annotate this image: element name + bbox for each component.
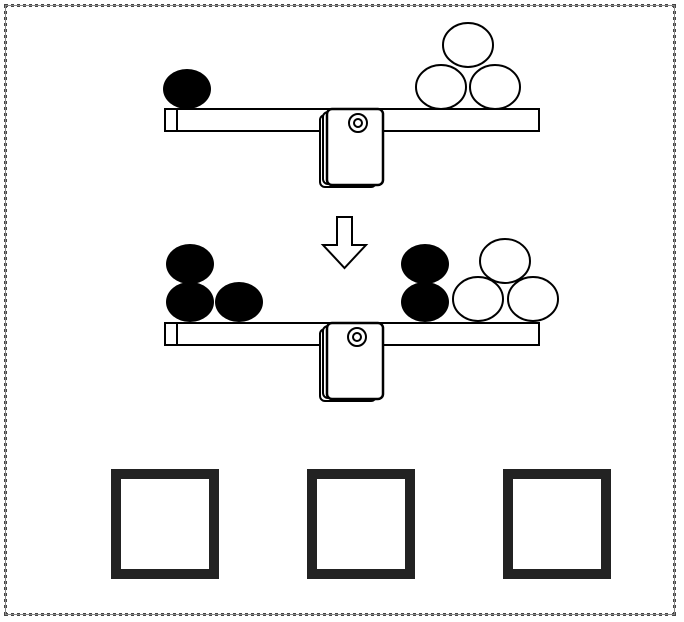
black-ball xyxy=(215,282,263,322)
scale-1-pivot-inner xyxy=(353,118,363,128)
black-ball xyxy=(166,282,214,322)
white-ball xyxy=(442,22,494,68)
white-ball xyxy=(507,276,559,322)
down-arrow-icon xyxy=(320,216,369,270)
scale-1-fulcrum-front xyxy=(325,107,385,187)
answer-box-1[interactable] xyxy=(111,469,219,579)
white-ball xyxy=(469,64,521,110)
answer-boxes xyxy=(111,469,611,579)
white-ball xyxy=(479,238,531,284)
black-ball xyxy=(401,244,449,284)
answer-box-2[interactable] xyxy=(307,469,415,579)
scale-2-fulcrum-front xyxy=(325,321,385,401)
black-ball xyxy=(401,282,449,322)
answer-box-3[interactable] xyxy=(503,469,611,579)
puzzle-frame xyxy=(4,4,676,616)
white-ball xyxy=(415,64,467,110)
balance-scale-2 xyxy=(164,238,559,402)
scale-2-pivot-inner xyxy=(352,332,362,342)
black-ball xyxy=(166,244,214,284)
white-ball xyxy=(452,276,504,322)
balance-scale-1 xyxy=(163,22,540,188)
black-ball xyxy=(163,69,211,109)
